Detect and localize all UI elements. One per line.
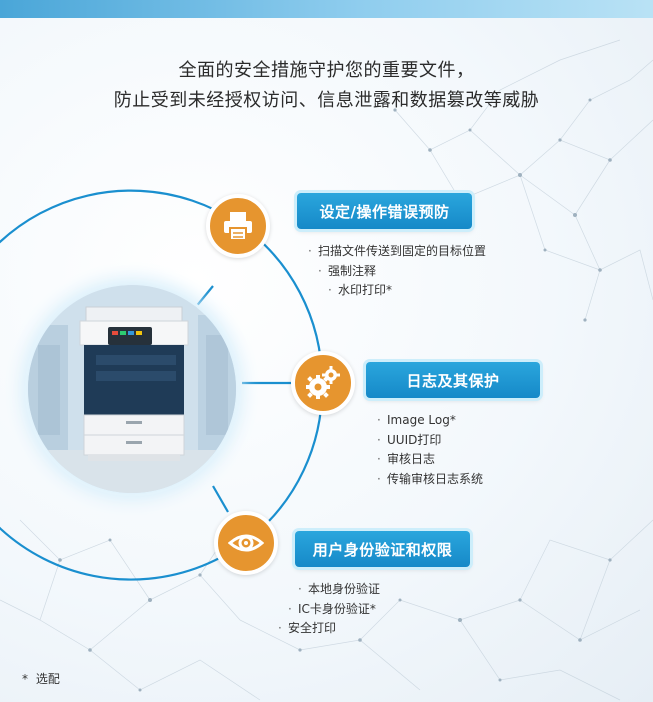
feature-2-title-button[interactable]: 日志及其保护 <box>366 362 540 398</box>
feature-1-list: ·扫描文件传送到固定的目标位置 ·强制注释 ·水印打印* <box>308 242 486 301</box>
top-banner-bar <box>0 0 653 18</box>
feature-3-title: 用户身份验证和权限 <box>312 540 453 559</box>
printer-icon <box>224 212 252 241</box>
list-item: ·强制注释 <box>318 263 377 278</box>
list-item: ·UUID打印 <box>377 432 442 447</box>
list-item: ·审核日志 <box>377 452 436 466</box>
list-item: ·Image Log* <box>377 413 456 427</box>
multifunction-printer-image <box>28 285 236 493</box>
gears-icon <box>306 366 340 399</box>
feature-1-title: 设定/操作错误预防 <box>319 202 450 221</box>
list-item: ·IC卡身份验证* <box>288 601 376 616</box>
feature-2-badge <box>291 351 355 415</box>
footnote-text: 选配 <box>35 672 60 686</box>
headline-line-1: 全面的安全措施守护您的重要文件， <box>178 60 475 81</box>
feature-1-title-button[interactable]: 设定/操作错误预防 <box>297 193 472 229</box>
list-item: ·安全打印 <box>278 621 337 635</box>
eye-icon <box>228 534 264 552</box>
printer-photo <box>28 285 236 493</box>
list-item: ·本地身份验证 <box>298 582 381 596</box>
feature-2-title: 日志及其保护 <box>406 371 500 390</box>
footnote-mark: * <box>22 672 28 686</box>
feature-2-list: ·Image Log* ·UUID打印 ·审核日志 ·传输审核日志系统 <box>377 411 483 489</box>
list-item: ·传输审核日志系统 <box>377 471 484 486</box>
feature-1-badge <box>206 194 270 258</box>
list-item: ·水印打印* <box>328 283 393 297</box>
page-headline: 全面的安全措施守护您的重要文件， 防止受到未经授权访问、信息泄露和数据篡改等威胁 <box>0 56 653 116</box>
footnote: * 选配 <box>22 670 60 687</box>
feature-3-list: ·本地身份验证 ·IC卡身份验证* ·安全打印 <box>278 580 380 639</box>
feature-3-badge <box>214 511 278 575</box>
list-item: ·扫描文件传送到固定的目标位置 <box>308 244 487 258</box>
feature-3-title-button[interactable]: 用户身份验证和权限 <box>295 531 470 567</box>
headline-line-2: 防止受到未经授权访问、信息泄露和数据篡改等威胁 <box>113 90 540 111</box>
